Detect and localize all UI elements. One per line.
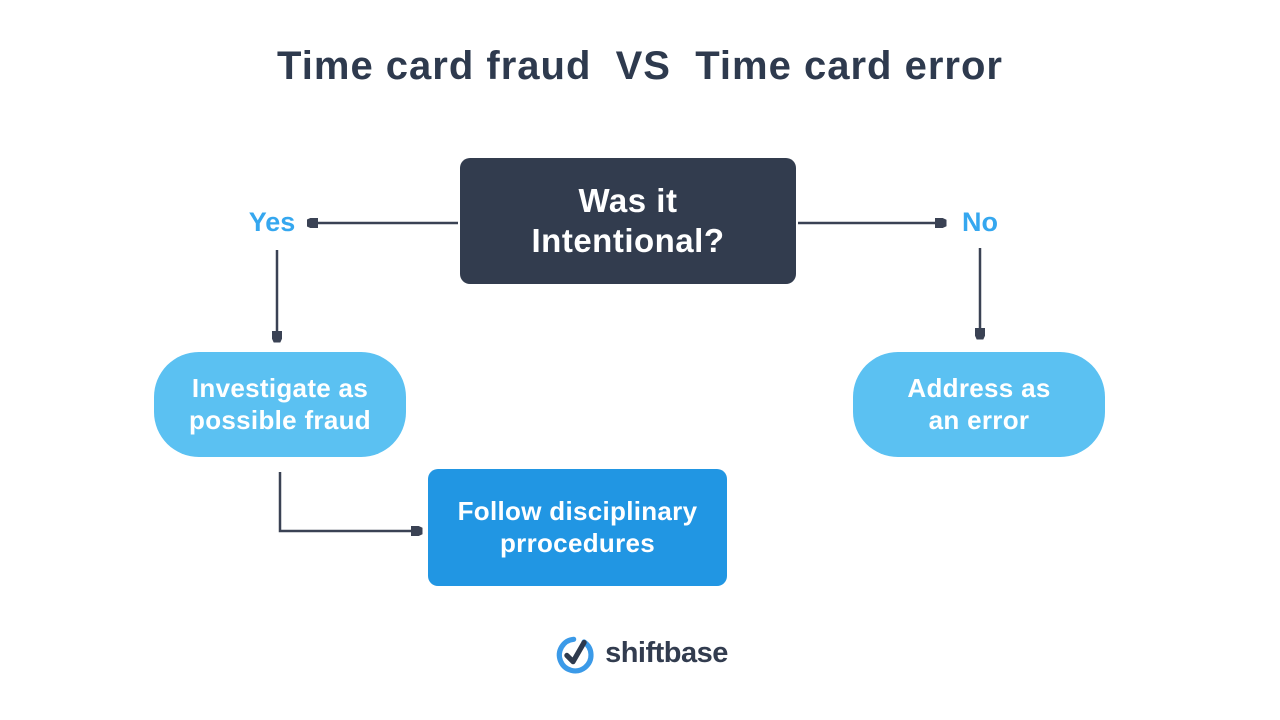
- disciplinary-procedures-node: Follow disciplinary prrocedures: [428, 469, 727, 586]
- yes-branch-label: Yes: [248, 207, 296, 237]
- brand-logo: shiftbase: [0, 630, 1280, 676]
- no-branch-label: No: [962, 207, 998, 237]
- address-error-node: Address as an error: [853, 352, 1105, 457]
- question-node: Was it Intentional?: [460, 158, 796, 284]
- arrow-elbow-to-procedures: [278, 472, 420, 531]
- page-title: Time card fraud VS Time card error: [277, 44, 1003, 88]
- brand-name: shiftbase: [605, 636, 728, 669]
- clock-check-icon: [556, 636, 594, 674]
- investigate-fraud-node: Investigate as possible fraud: [154, 352, 406, 457]
